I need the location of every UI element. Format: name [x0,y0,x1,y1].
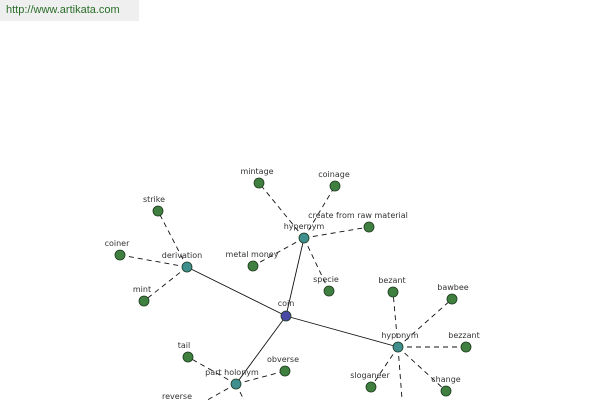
node-label-bezzant: bezzant [448,331,480,340]
node-label-coin: coin [278,299,295,308]
node-dot-coinage[interactable] [329,180,341,192]
node-dot-change[interactable] [440,385,452,397]
node-dot-hypernym[interactable] [298,232,310,244]
node-label-create: create from raw material [308,211,408,220]
node-dot-tail[interactable] [182,351,194,363]
graph-node-bezzant[interactable]: bezzant [448,331,480,353]
edge-hypernym-create [303,226,370,239]
edge-coin-hyponym [285,315,399,348]
node-dot-mintage[interactable] [253,177,265,189]
node-dot-mint[interactable] [138,295,150,307]
node-dot-bawbee[interactable] [446,293,458,305]
edge-coin-hypernym [285,237,305,317]
node-label-bawbee: bawbee [437,283,469,292]
node-dot-part-holonym[interactable] [230,378,242,390]
edge-hyponym-change [397,346,447,392]
node-label-coinage: coinage [318,170,350,179]
node-label-hypernym: hypernym [284,222,325,231]
graph-node-obverse[interactable]: obverse [267,355,299,377]
graph-node-bawbee[interactable]: bawbee [437,283,469,305]
node-label-change: change [431,375,461,384]
graph-node-metal-money[interactable]: metal money [226,250,279,272]
edge-derivation-mint [143,266,188,302]
nodes-layer: coin hypernym derivation hyponym part holony… [105,167,480,400]
edge-hyponym-bawbee [397,298,453,348]
graph-node-hypernym[interactable]: hypernym [284,222,325,244]
node-label-mintage: mintage [240,167,273,176]
url-banner: http://www.artikata.com [0,0,139,21]
graph-node-reverse[interactable]: reverse [162,392,198,400]
edge-coin-derivation [186,266,287,317]
edge-hyponym-sloganeer [370,346,399,388]
node-label-derivation: derivation [162,251,202,260]
edge-part_holonym-tail [187,356,237,385]
node-label-sloganeer: sloganeer [350,371,390,380]
node-label-coiner: coiner [105,239,131,248]
node-dot-coiner[interactable] [114,249,126,261]
node-dot-create[interactable] [363,221,375,233]
edge-hypernym-mintage [258,182,305,239]
graph-node-sloganeer[interactable]: sloganeer [350,371,390,393]
node-label-part-holonym: part holonym [205,368,259,377]
edges-layer [119,182,466,400]
graph-node-part-holonym[interactable]: part holonym [205,368,259,390]
graph-node-strike[interactable]: strike [143,195,165,217]
edge-hypernym-metal_money [252,237,305,267]
graph-node-change[interactable]: change [431,375,461,397]
edge-hypernym-specie [303,237,330,292]
graph-node-derivation[interactable]: derivation [162,251,202,273]
edge-hypernym-coinage [303,185,336,239]
graph-node-tail[interactable]: tail [178,341,194,363]
node-label-mint: mint [133,285,151,294]
site-url-link[interactable]: http://www.artikata.com [6,4,120,16]
edge-derivation-strike [157,210,188,268]
node-label-tail: tail [178,341,190,350]
node-dot-specie[interactable] [323,285,335,297]
graph-node-mint[interactable]: mint [133,285,151,307]
graph-node-mintage[interactable]: mintage [240,167,274,189]
node-dot-bezzant[interactable] [460,341,472,353]
edge-hyponym-off_bottom_a [397,346,403,400]
graph-node-create[interactable]: create from raw material [308,211,408,233]
node-label-specie: specie [313,275,339,284]
node-label-obverse: obverse [267,355,299,364]
node-dot-obverse[interactable] [279,365,291,377]
node-label-metal-money: metal money [226,250,279,259]
edge-hyponym-bezant [392,291,399,348]
node-dot-metal-money[interactable] [247,260,259,272]
node-dot-strike[interactable] [152,205,164,217]
node-label-strike: strike [143,195,165,204]
edge-derivation-coiner [119,254,188,268]
graph-node-coiner[interactable]: coiner [105,239,131,261]
node-label-bezant: bezant [378,276,405,285]
node-dot-derivation[interactable] [181,261,193,273]
node-dot-sloganeer[interactable] [365,381,377,393]
edge-coin-part_holonym [235,315,287,385]
graph-node-coin[interactable]: coin [278,299,295,322]
node-label-hyponym: hyponym [381,331,419,340]
node-dot-hyponym[interactable] [392,341,404,353]
node-dot-coin[interactable] [280,310,292,322]
graph-node-coinage[interactable]: coinage [318,170,350,192]
node-dot-bezant[interactable] [387,286,399,298]
graph-node-specie[interactable]: specie [313,275,339,297]
graph-node-hyponym[interactable]: hyponym [381,331,419,353]
graph-node-bezant[interactable]: bezant [378,276,406,298]
edge-part_holonym-reverse [206,383,237,400]
node-label-reverse: reverse [162,392,192,400]
